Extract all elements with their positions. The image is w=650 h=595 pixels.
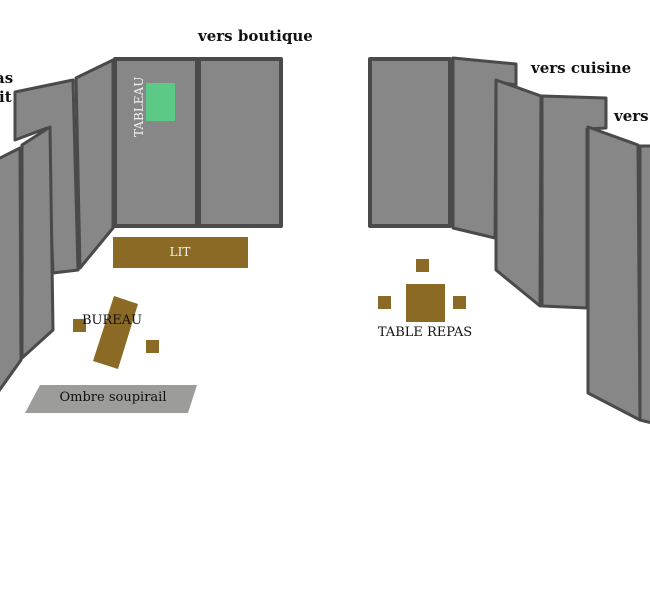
bed: LIT — [113, 237, 248, 268]
left-wall-panels — [0, 58, 115, 392]
dining-chair-right — [453, 296, 466, 309]
bed-label: LIT — [170, 245, 191, 259]
desk-label: BUREAU — [82, 313, 142, 328]
dining-table-rect — [406, 284, 445, 322]
left-panel-mid — [74, 58, 115, 270]
right-panel-5 — [638, 144, 650, 425]
label-vers-right-partial: vers c — [613, 107, 650, 125]
right-panel-4 — [586, 125, 642, 422]
desk-rect — [93, 296, 138, 369]
left-panel-near — [20, 125, 55, 360]
window-shadow: Ombre soupirail — [25, 385, 197, 413]
dining-table-label: TABLE REPAS — [378, 325, 472, 340]
label-left-top-partial: as — [0, 69, 13, 87]
desk: BUREAU — [73, 296, 159, 369]
back-wall-left: TABLEAU — [113, 57, 283, 228]
label-left-bottom-partial: it — [0, 88, 12, 106]
tableau-painting — [146, 83, 175, 121]
label-vers-boutique: vers boutique — [197, 27, 313, 45]
left-panel-nearest — [0, 146, 23, 392]
window-shadow-label: Ombre soupirail — [60, 390, 167, 405]
bed-rect — [113, 237, 248, 268]
dining-chair-left — [378, 296, 391, 309]
dining-table: TABLE REPAS — [378, 259, 472, 340]
window-shadow-shape — [25, 385, 197, 413]
tableau-label: TABLEAU — [132, 77, 146, 137]
label-vers-cuisine: vers cuisine — [530, 59, 631, 77]
right-wall-panels — [451, 56, 650, 425]
right-panel-2 — [494, 78, 543, 308]
back-wall-right — [368, 57, 452, 228]
desk-chair-left — [73, 319, 86, 332]
back-panel-2 — [197, 57, 283, 228]
desk-chair-right — [146, 340, 159, 353]
dining-chair-top — [416, 259, 429, 272]
back-panel-3 — [368, 57, 452, 228]
